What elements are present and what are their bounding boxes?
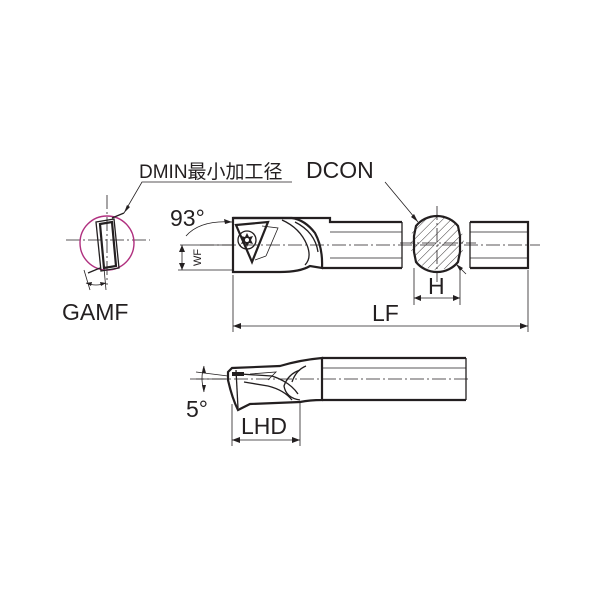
gamf-label: GAMF <box>62 299 128 325</box>
angle-5-label: 5° <box>186 396 208 422</box>
end-view <box>66 181 292 291</box>
side-view <box>190 356 470 446</box>
lhd-label: LHD <box>241 413 287 439</box>
wf-label: WF <box>192 249 204 266</box>
h-label: H <box>428 273 445 299</box>
dmin-label: DMIN最小加工径 <box>139 161 283 183</box>
torx-screw-icon <box>241 233 253 247</box>
top-view <box>178 181 540 332</box>
angle-93-label: 93° <box>170 205 205 231</box>
shank-cross-section <box>400 206 476 282</box>
lf-label: LF <box>372 300 399 326</box>
dcon-label: DCON <box>306 157 374 183</box>
